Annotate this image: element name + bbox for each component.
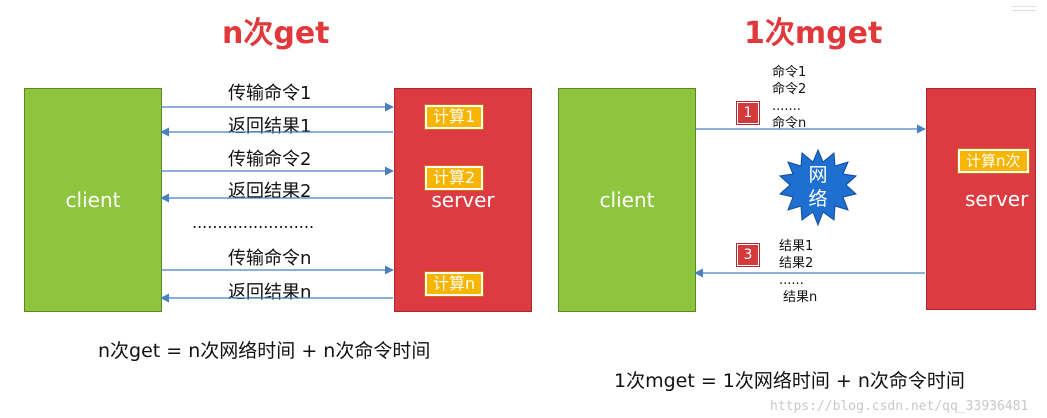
left-formula: n次get = n次网络时间 + n次命令时间	[98, 340, 431, 362]
result-item: ......	[779, 273, 804, 288]
left-send-2-label: 传输命令2	[228, 149, 312, 170]
result-item: 结果2	[779, 256, 814, 271]
command-item: 命令n	[772, 116, 807, 131]
left-client-box: client	[24, 88, 162, 312]
right-server-label: server	[965, 187, 1029, 211]
watermark: https://blog.csdn.net/qq_33936481	[770, 399, 1029, 414]
result-item: 结果n	[783, 290, 818, 305]
left-calc-2: 计算2	[425, 166, 484, 190]
right-calc: 计算n次	[958, 149, 1029, 173]
result-list: 结果1 结果2 ...... 结果n	[779, 238, 817, 306]
left-recv-2-label: 返回结果2	[228, 181, 312, 202]
left-send-1-label: 传输命令1	[228, 83, 312, 104]
right-title: 1次mget	[744, 16, 883, 51]
left-send-n-label: 传输命令n	[228, 248, 312, 269]
left-ellipsis: ........................	[192, 213, 315, 232]
command-item: .......	[772, 99, 801, 114]
network-burst-icon	[778, 148, 858, 227]
command-list: 命令1 命令2 ....... 命令n	[772, 64, 806, 132]
right-client-label: client	[599, 188, 655, 212]
left-calc-1: 计算1	[425, 105, 484, 129]
command-item: 命令2	[772, 82, 807, 97]
result-item: 结果1	[779, 239, 814, 254]
left-title: n次get	[222, 16, 330, 51]
left-calc-n: 计算n	[425, 272, 484, 296]
right-server-box: server	[926, 88, 1036, 310]
network-label: 网络	[808, 164, 828, 210]
right-formula: 1次mget = 1次网络时间 + n次命令时间	[614, 370, 965, 392]
left-client-label: client	[65, 188, 121, 212]
command-item: 命令1	[772, 65, 807, 80]
corner-mark	[1012, 6, 1036, 11]
step-3-badge: 3	[737, 244, 759, 266]
left-server-label: server	[431, 188, 495, 212]
right-client-box: client	[558, 88, 696, 312]
step-1-badge: 1	[737, 102, 759, 124]
